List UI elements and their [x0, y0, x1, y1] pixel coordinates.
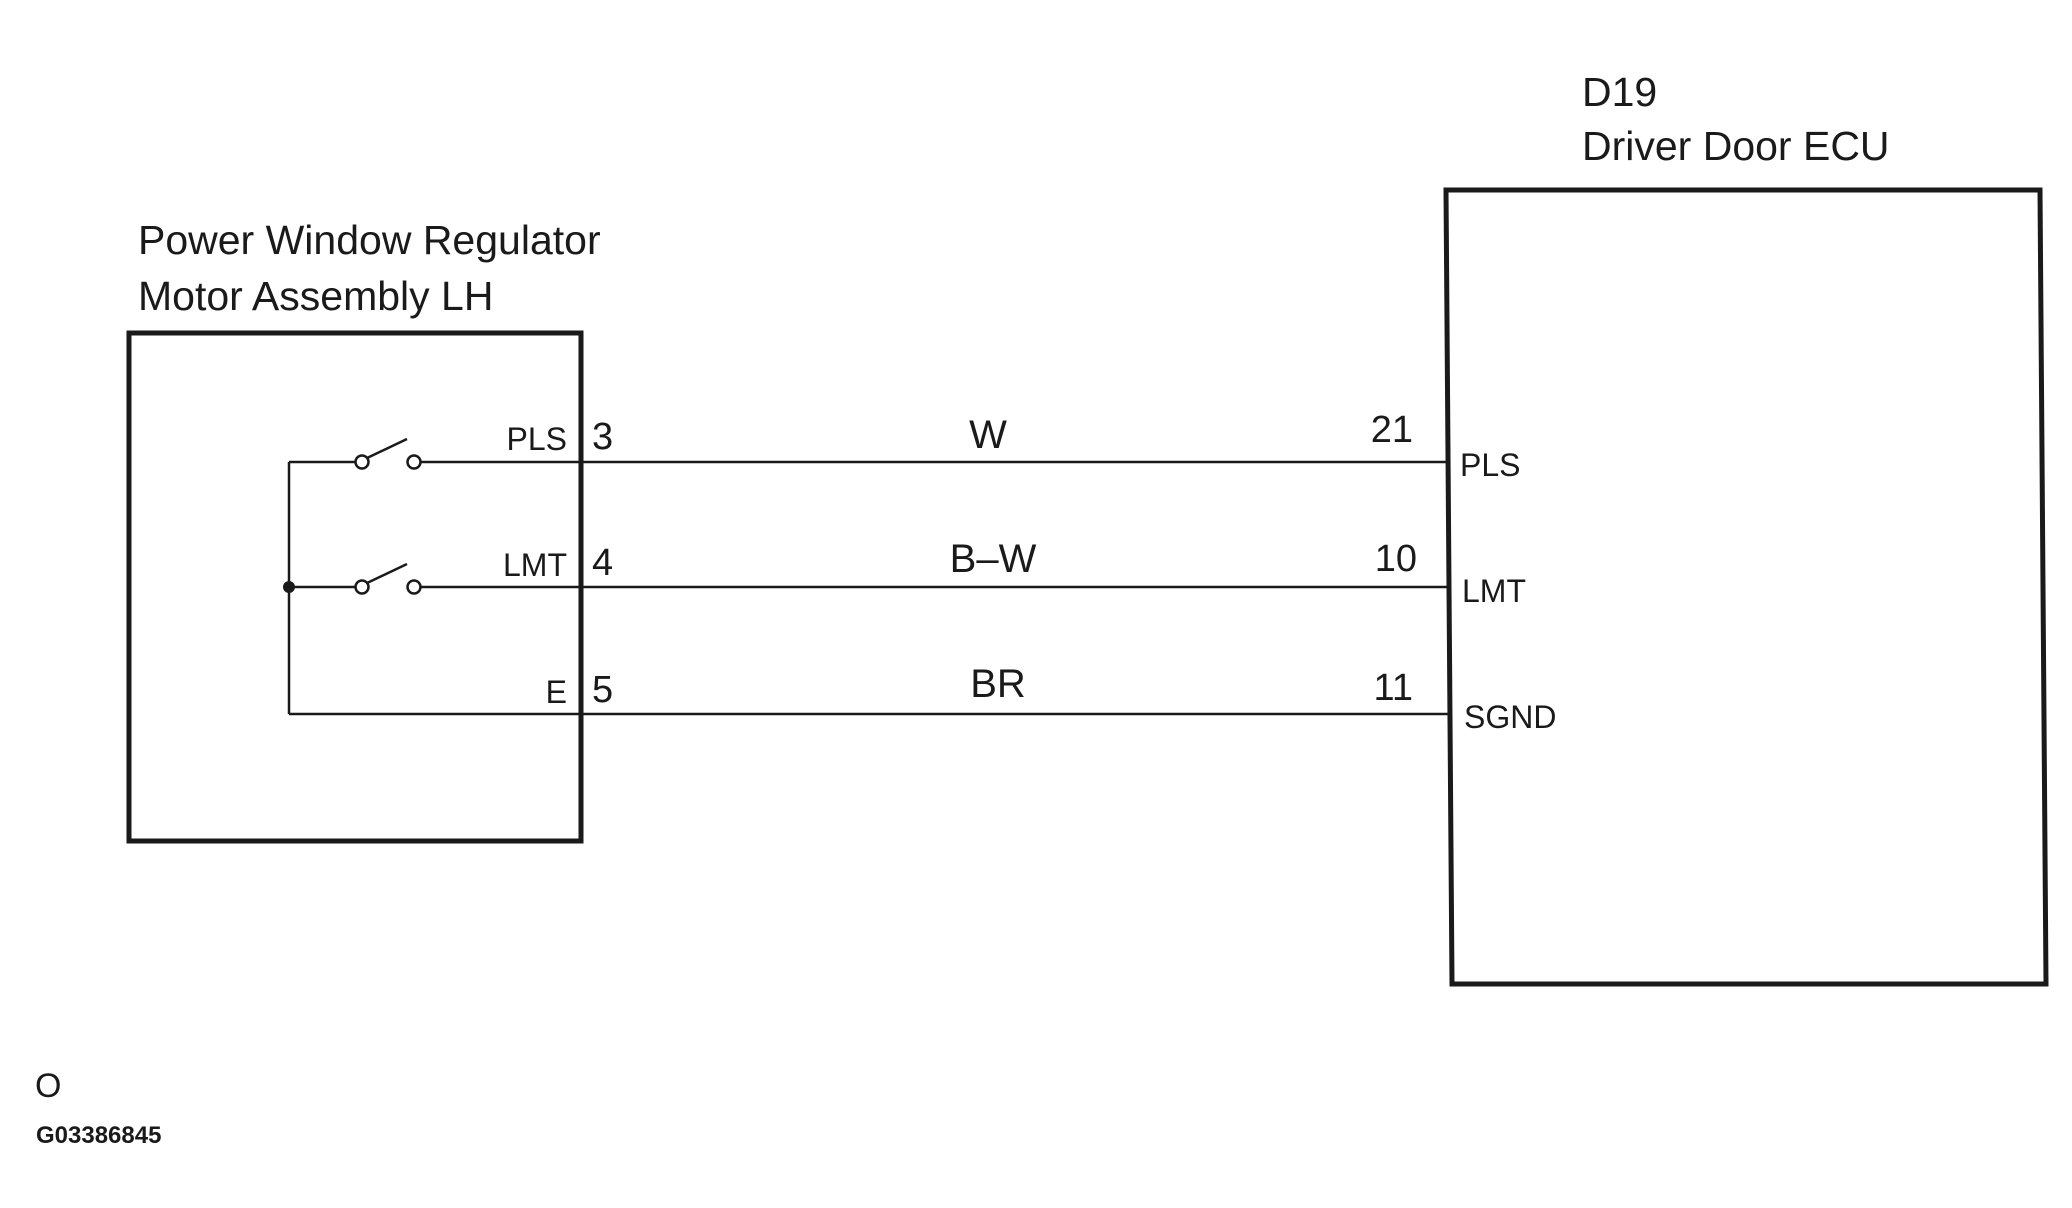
junction-dot [283, 581, 295, 593]
motor-title-line1: Power Window Regulator [138, 217, 601, 263]
motor-internal-circuit [287, 460, 579, 716]
ecu-pin-11: 11 [1374, 667, 1413, 709]
ecu-box [1443, 187, 2049, 987]
wire-color-w: W [969, 413, 1007, 457]
ecu-pin-10: 10 [1375, 538, 1417, 580]
motor-pin-4: 4 [592, 542, 613, 584]
footer-mark: O [35, 1067, 61, 1105]
harness-wires [581, 460, 1452, 716]
ecu-signal-sgnd: SGND [1464, 699, 1556, 735]
ecu-name: Driver Door ECU [1582, 123, 1890, 169]
motor-pin-5: 5 [592, 669, 613, 711]
wire-color-b-w: B–W [950, 537, 1037, 581]
figure-id: G03386845 [36, 1122, 161, 1149]
ecu-signal-pls: PLS [1460, 447, 1520, 483]
motor-signal-pls: PLS [507, 421, 567, 457]
pls-switch-icon [354, 437, 422, 470]
ecu-pin-21: 21 [1371, 409, 1413, 451]
ecu-code: D19 [1582, 69, 1657, 115]
wire-color-br: BR [970, 662, 1026, 706]
ecu-signal-lmt: LMT [1462, 573, 1526, 609]
lmt-switch-icon [354, 562, 422, 595]
motor-signal-e: E [546, 674, 567, 710]
motor-signal-lmt: LMT [503, 547, 567, 583]
motor-pin-3: 3 [592, 416, 613, 458]
motor-title-line2: Motor Assembly LH [138, 273, 493, 319]
